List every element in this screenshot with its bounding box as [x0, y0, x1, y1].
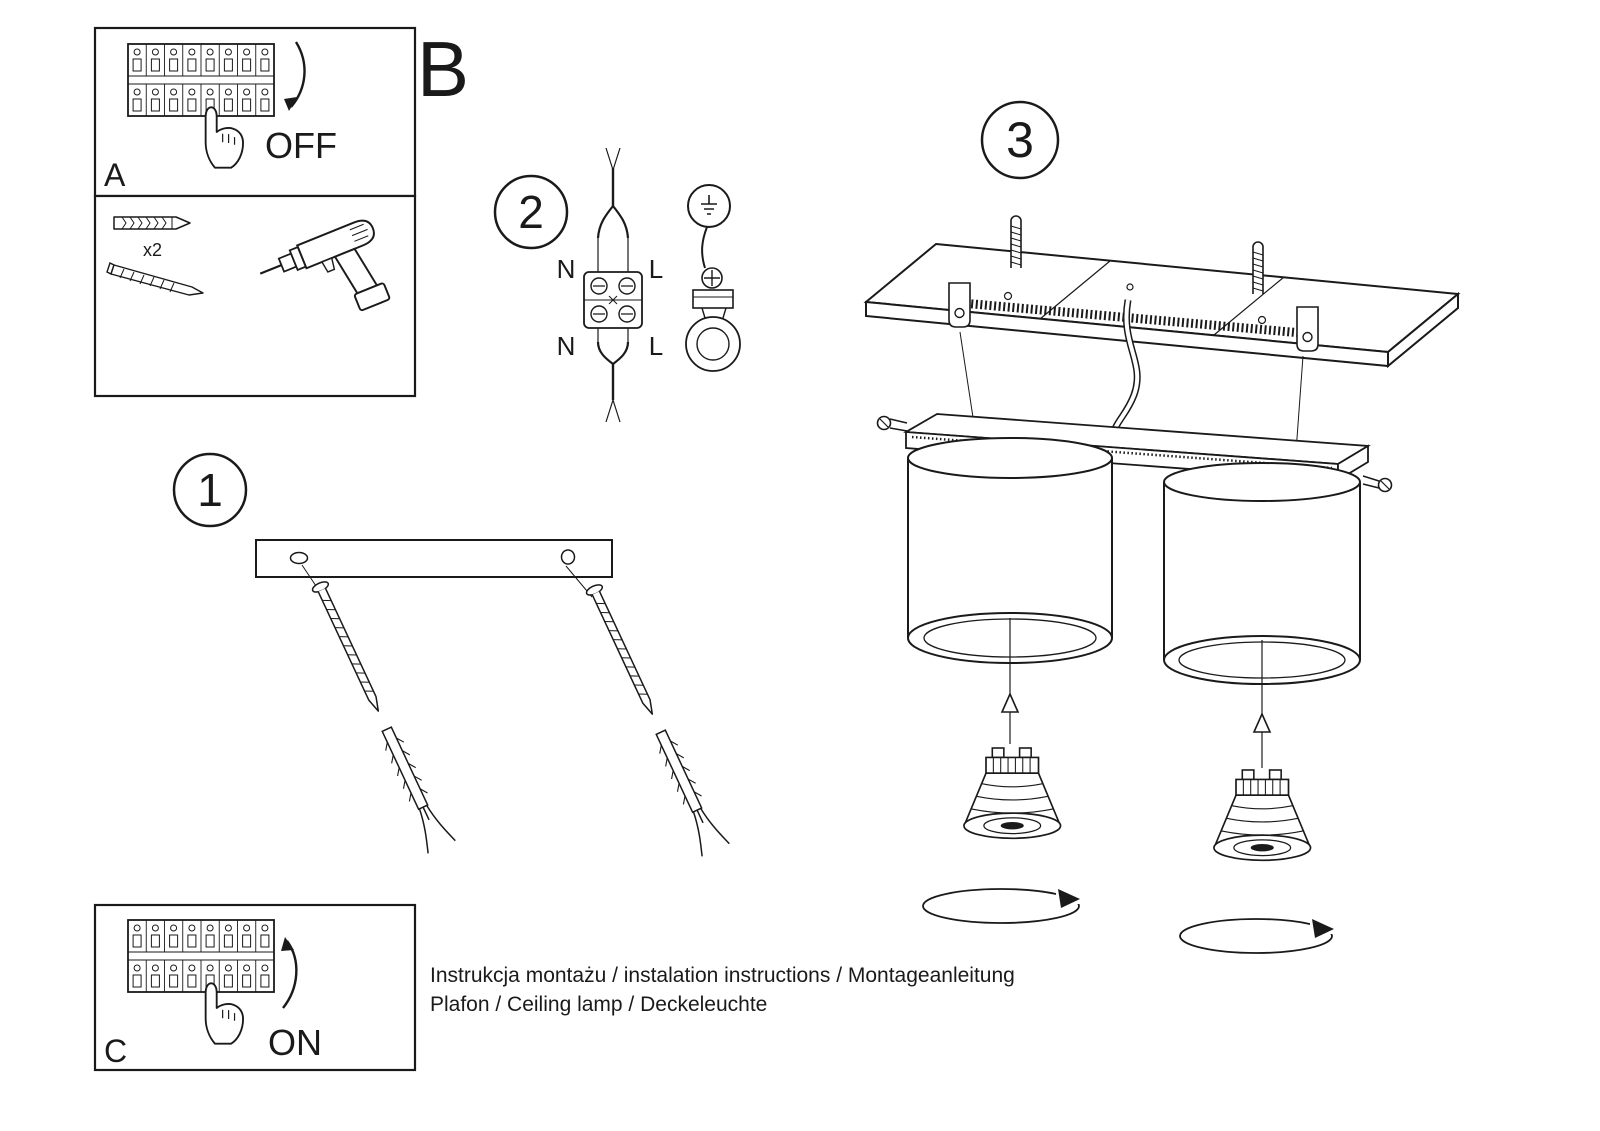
step-2-group: 2 N L N L [493, 147, 741, 423]
power-on-box: ON C [93, 903, 417, 1072]
alignment-lines [959, 331, 1304, 453]
shade-left [907, 437, 1113, 664]
rotation-arrow-right [1179, 918, 1336, 954]
ground-symbol-icon [687, 184, 731, 228]
bracket-left [948, 282, 971, 328]
step-3-group: 3 [863, 100, 1461, 954]
step-3-number: 3 [1006, 112, 1034, 168]
mounting-plate [863, 242, 1461, 369]
power-cable [1108, 299, 1141, 439]
breaker-strip-icon [127, 43, 275, 117]
off-label: OFF [265, 125, 337, 166]
mounting-bar [255, 539, 613, 578]
footer: Instrukcja montażu / instalation instruc… [430, 961, 1015, 1019]
step-2-badge [493, 174, 569, 250]
footer-line-2: Plafon / Ceiling lamp / Deckeleuchte [430, 993, 768, 1016]
tools-box: x2 [93, 194, 417, 398]
wall-plug-icon [113, 216, 191, 230]
rotation-arrow-left [922, 888, 1082, 924]
step-1-badge [172, 452, 248, 528]
screw-anchor-right-icon [578, 579, 731, 858]
side-screw-left [876, 415, 908, 432]
section-label-b: B [417, 25, 469, 113]
power-off-box: OFF A [93, 26, 417, 198]
insert-arrow-right [1252, 640, 1272, 768]
ground-clamp-icon [685, 226, 741, 372]
panel-c-label: C [104, 1033, 127, 1069]
insert-arrow-left [1000, 618, 1020, 744]
step-1-number: 1 [197, 464, 223, 516]
breaker-strip-icon [127, 919, 275, 993]
wire-label-n-bottom: N [557, 331, 576, 361]
step-3-badge [980, 100, 1060, 180]
wire-label-l-top: L [649, 254, 663, 284]
wire-connector-diagram [583, 147, 643, 423]
panel-a-label: A [104, 157, 126, 193]
gu10-bulb-right-icon [1213, 769, 1312, 862]
anchor-quantity-label: x2 [143, 240, 162, 260]
step-2-number: 2 [518, 186, 544, 238]
on-arrow-icon [281, 937, 298, 1009]
screw-anchor-left-icon [304, 576, 457, 855]
wire-label-n-top: N [557, 254, 576, 284]
mounting-screw-right [1252, 241, 1264, 294]
off-arrow-icon [284, 41, 306, 111]
wire-label-l-bottom: L [649, 331, 663, 361]
bracket-right [1296, 306, 1319, 352]
step-1-group: 1 [172, 452, 731, 858]
mounting-screw-left [1010, 215, 1022, 268]
side-screw-right [1362, 475, 1393, 493]
mounting-rail [961, 298, 1303, 338]
on-label: ON [268, 1022, 322, 1063]
footer-line-1: Instrukcja montażu / instalation instruc… [430, 964, 1015, 987]
shade-right [1163, 462, 1361, 685]
gu10-bulb-left-icon [963, 747, 1062, 840]
screw-icon [106, 262, 204, 296]
